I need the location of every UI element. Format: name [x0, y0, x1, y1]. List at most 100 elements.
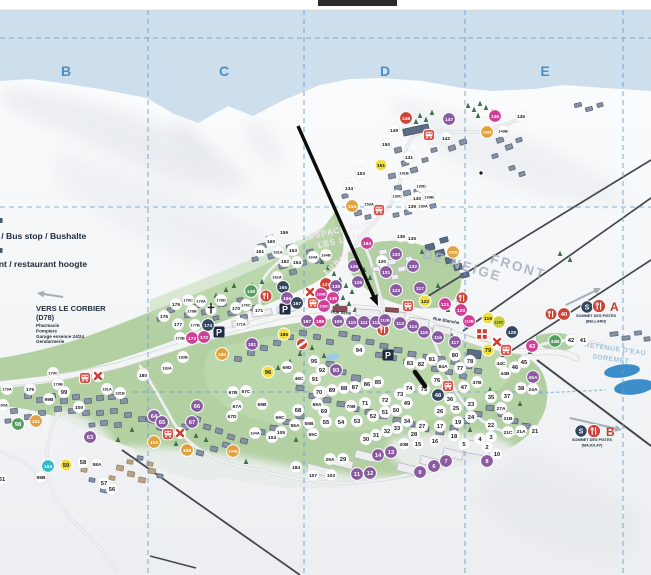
svg-text:67: 67 [189, 420, 195, 426]
svg-text:40: 40 [561, 312, 567, 318]
svg-text:6: 6 [432, 464, 436, 470]
building [350, 374, 362, 382]
svg-text:101: 101 [32, 419, 40, 425]
map-marker-16: 16 [428, 434, 442, 448]
map-marker-132: 132 [406, 259, 420, 273]
map-marker-181A: 181A [100, 382, 114, 396]
svg-text:98: 98 [15, 422, 22, 428]
tree-icon [193, 432, 199, 438]
svg-text:75: 75 [421, 387, 428, 393]
lake [614, 379, 651, 395]
svg-text:59B: 59B [37, 475, 46, 481]
map-marker-80: 80 [448, 348, 462, 362]
green-area-light [150, 218, 336, 319]
tree-icon [477, 100, 483, 106]
tree-icon [419, 248, 425, 254]
svg-text:86: 86 [364, 382, 371, 388]
map-marker-13: 13 [384, 445, 398, 459]
svg-text:139D: 139D [416, 183, 426, 188]
svg-text:68: 68 [295, 408, 302, 414]
tree-icon [429, 109, 435, 115]
tree-icon [340, 294, 346, 300]
svg-text:161A: 161A [273, 249, 283, 254]
svg-text:69A: 69A [313, 402, 322, 408]
map-marker-29: 29 [336, 452, 350, 466]
map-marker-45A: 45A [526, 370, 540, 384]
svg-text:147: 147 [445, 117, 453, 123]
pharmacy-icon [475, 327, 489, 341]
building [338, 330, 348, 338]
map-marker-139B: 139B [314, 287, 328, 301]
map-marker-164B: 164B [319, 248, 333, 262]
church-icon [205, 303, 217, 316]
map-marker-187: 187 [300, 314, 314, 328]
building [397, 265, 407, 273]
ski-lift-line [536, 359, 651, 447]
svg-text:139: 139 [408, 204, 416, 210]
tree-icon [343, 282, 349, 288]
tree-icon [567, 256, 573, 262]
building [518, 171, 526, 177]
svg-text:100: 100 [75, 405, 83, 411]
svg-text:148: 148 [247, 289, 255, 295]
green-area [0, 212, 344, 384]
svg-text:183B: 183B [178, 354, 188, 359]
map-marker-65: 65 [155, 415, 169, 429]
map-marker-72: 72 [378, 393, 392, 407]
svg-text:34: 34 [404, 419, 411, 425]
map-marker-55A: 55A [288, 418, 302, 432]
svg-text:119C: 119C [494, 319, 503, 324]
svg-text:19: 19 [455, 420, 462, 426]
svg-text:70B: 70B [347, 404, 356, 410]
map-marker-109: 109 [331, 314, 345, 328]
map-marker-123: 123 [389, 283, 403, 297]
svg-text:71: 71 [362, 401, 369, 407]
svg-text:164A: 164A [308, 254, 318, 259]
map-marker-59: 59 [59, 458, 73, 472]
map-marker-167: 167 [290, 296, 304, 310]
grid-letter-E: E [540, 63, 549, 79]
svg-text:183A: 183A [162, 365, 172, 370]
map-marker-82: 82 [414, 357, 428, 371]
svg-text:172: 172 [200, 335, 208, 341]
svg-text:77: 77 [457, 366, 463, 372]
map-marker-116: 116 [431, 330, 445, 344]
svg-text:116: 116 [434, 335, 442, 341]
svg-text:67B: 67B [229, 390, 238, 396]
map-marker-29A: 29A [323, 452, 337, 466]
svg-text:139C: 139C [392, 193, 402, 198]
svg-text:26: 26 [437, 409, 444, 415]
svg-text:58: 58 [80, 460, 87, 466]
svg-text:58A: 58A [93, 462, 102, 468]
svg-text:194: 194 [44, 464, 52, 470]
map-marker-92: 92 [315, 363, 329, 377]
svg-text:139A: 139A [418, 203, 428, 208]
map-marker-177: 177 [171, 317, 185, 331]
svg-text:36: 36 [447, 397, 454, 403]
svg-text:69D: 69D [283, 365, 292, 371]
svg-text:57: 57 [101, 481, 107, 487]
map-marker-147: 147 [442, 112, 456, 126]
svg-text:16: 16 [432, 439, 439, 445]
building [573, 101, 583, 109]
svg-text:7: 7 [444, 459, 447, 465]
building [195, 449, 205, 457]
svg-text:153: 153 [357, 171, 365, 177]
map-marker-41: 41 [576, 333, 590, 347]
building [109, 407, 119, 415]
svg-text:25: 25 [453, 406, 460, 412]
svg-text:70: 70 [316, 390, 322, 396]
map-marker-143A: 143A [480, 125, 494, 139]
mountain-shading [245, 118, 284, 165]
svg-text:82: 82 [418, 362, 424, 368]
svg-text:104B: 104B [228, 448, 238, 453]
svg-text:142: 142 [442, 136, 450, 142]
svg-text:185: 185 [218, 352, 226, 358]
map-marker-55C: 55C [306, 427, 320, 441]
svg-text:73: 73 [397, 392, 404, 398]
svg-text:30: 30 [363, 437, 369, 443]
map-marker-70B: 70B [344, 399, 358, 413]
svg-text:46C: 46C [295, 376, 304, 382]
svg-text:4: 4 [478, 437, 482, 443]
